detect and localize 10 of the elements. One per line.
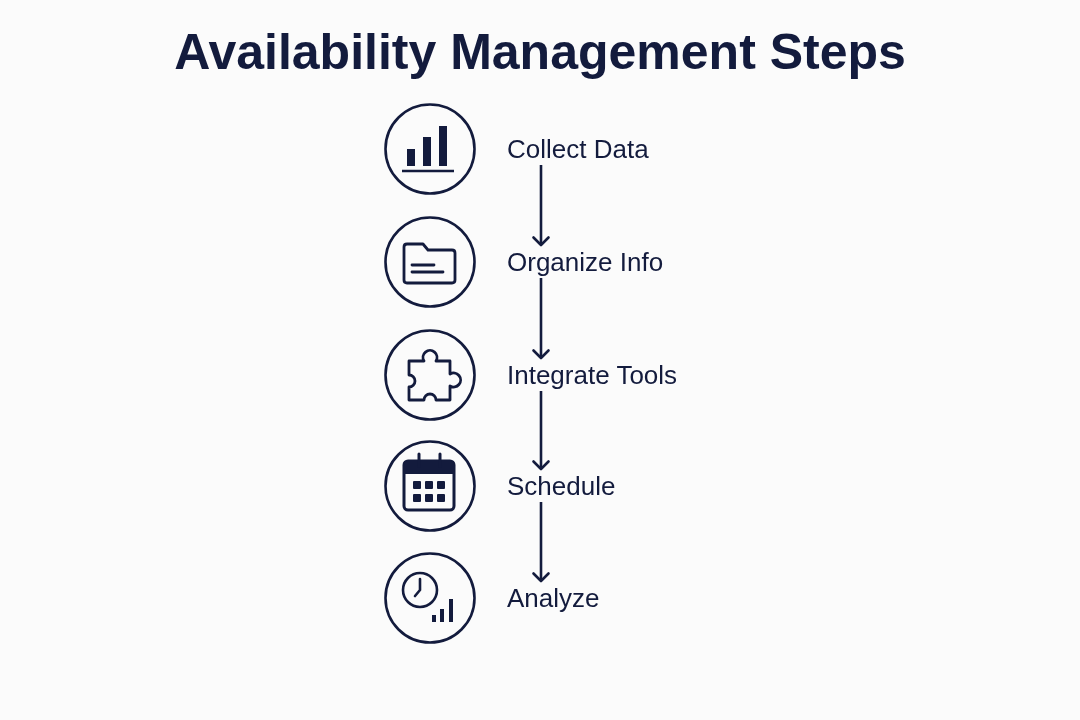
step-label: Schedule [507,471,616,501]
arrow [532,391,550,471]
step-label: Collect Data [507,134,649,164]
title: Availability Management Steps [174,23,906,82]
step-label: Analyze [507,583,600,613]
arrow [532,278,550,360]
arrow [532,165,550,247]
step-label: Integrate Tools [507,360,678,390]
arrow [532,502,550,583]
step-label: Organize Info [507,247,664,277]
